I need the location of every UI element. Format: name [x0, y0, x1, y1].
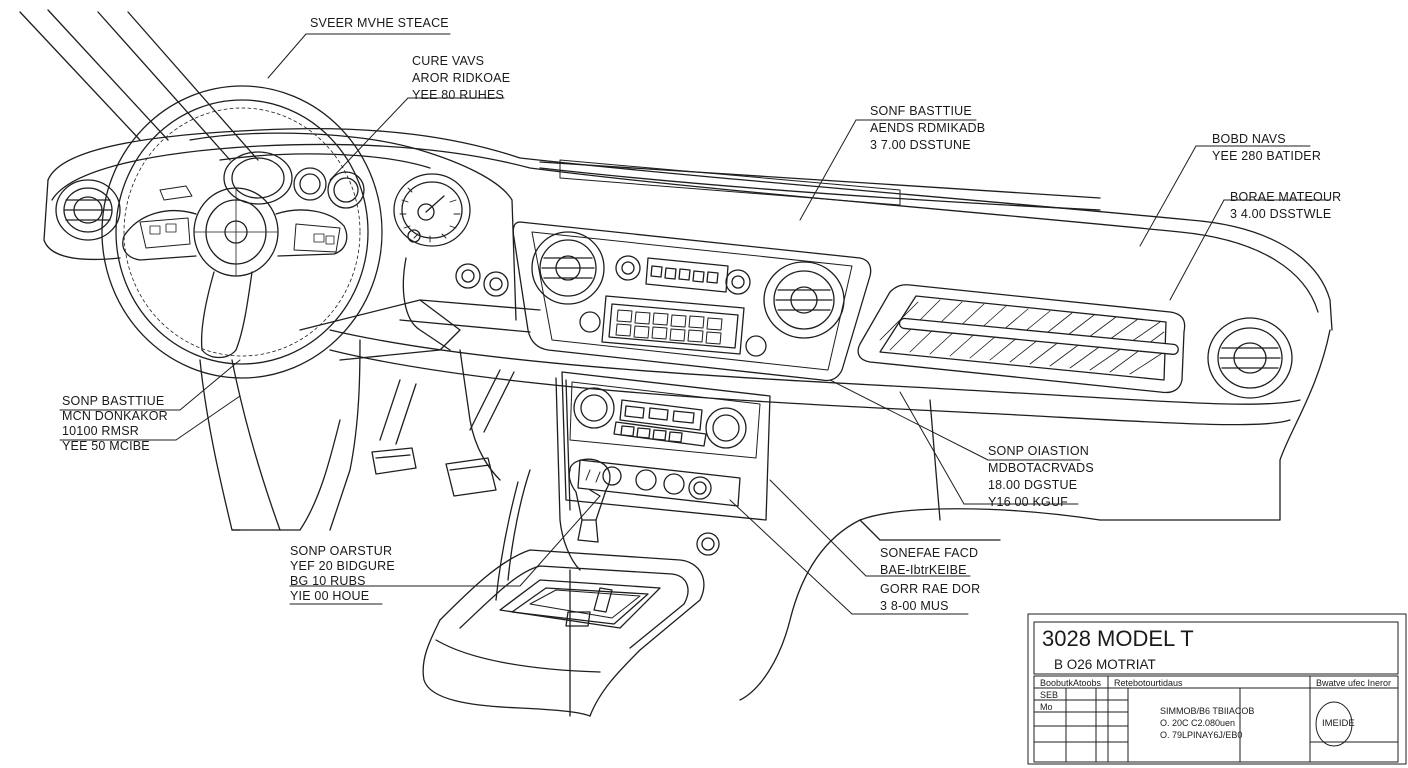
title-block-frame: [1027, 613, 1407, 765]
callout-dash-top: SONF BASTTIUE AENDS RDMIKADB 3 7.00 DSST…: [870, 104, 986, 152]
title-block-header-3: Bwatve ufec Ineror: [1316, 678, 1392, 688]
title-block-cell-2: Mo: [1040, 702, 1053, 712]
instrument-cluster: [189, 132, 517, 321]
callout-dash-right-lower: BORAE MATEOUR 3 4.00 DSSTWLE: [1230, 190, 1342, 221]
lower-console: [555, 371, 771, 571]
gear-shifter: [568, 458, 611, 543]
title-block-note-1: SIMMOB/B6 TBIIACOB: [1160, 706, 1255, 716]
center-vent-left: [531, 231, 605, 305]
callout-lower-right: SONEFAE FACD BAE-IbtrKEIBE GORR RAE DOR …: [880, 546, 981, 613]
callout-left-column: SONP BASTTIUE MCN DONKAKOR 10100 RMSR YE…: [62, 394, 168, 453]
leader-lines: [59, 33, 1331, 615]
title-block-subtitle: B O26 MOTRIAT: [1054, 657, 1156, 672]
callout-dash-right-upper: BOBD NAVS YEE 280 BATIDER: [1212, 132, 1322, 163]
callout-lower-left: SONP OARSTUR YEF 20 BIDGURE BG 10 RUBS Y…: [290, 544, 395, 603]
center-tunnel: [422, 469, 705, 717]
title-block-title: 3028 MODEL T: [1042, 626, 1194, 651]
steering-wheel: [101, 85, 383, 379]
callout-steering-wheel: SVEER MVHE STEACE: [310, 16, 449, 30]
left-air-vent: [55, 179, 121, 241]
title-block-cell-1: SEB: [1040, 690, 1059, 700]
glovebox-panel: [857, 284, 1186, 394]
a-pillar: [19, 9, 259, 161]
center-vent-right: [763, 261, 845, 339]
title-block-note-2: O. 20C C2.080uen: [1160, 718, 1236, 728]
title-block-header-1: BoobutkAtoobs: [1040, 678, 1102, 688]
steering-column: [199, 257, 541, 531]
title-block-stamp: IMEIDE: [1322, 718, 1355, 729]
pedals: [371, 369, 515, 497]
center-controls: [579, 255, 767, 357]
title-block-note-3: O. 79LPINAY6J/EB0: [1160, 730, 1243, 740]
title-block-header-2: Retebotourtidaus: [1114, 678, 1183, 688]
right-air-vent: [1207, 317, 1293, 399]
callout-center-right: SONP OIASTION MDBOTACRVADS 18.00 DGSTUE …: [988, 444, 1094, 509]
callout-gauge-cluster: CURE VAVS AROR RIDKOAE YEE 80 RUHES: [412, 54, 511, 102]
